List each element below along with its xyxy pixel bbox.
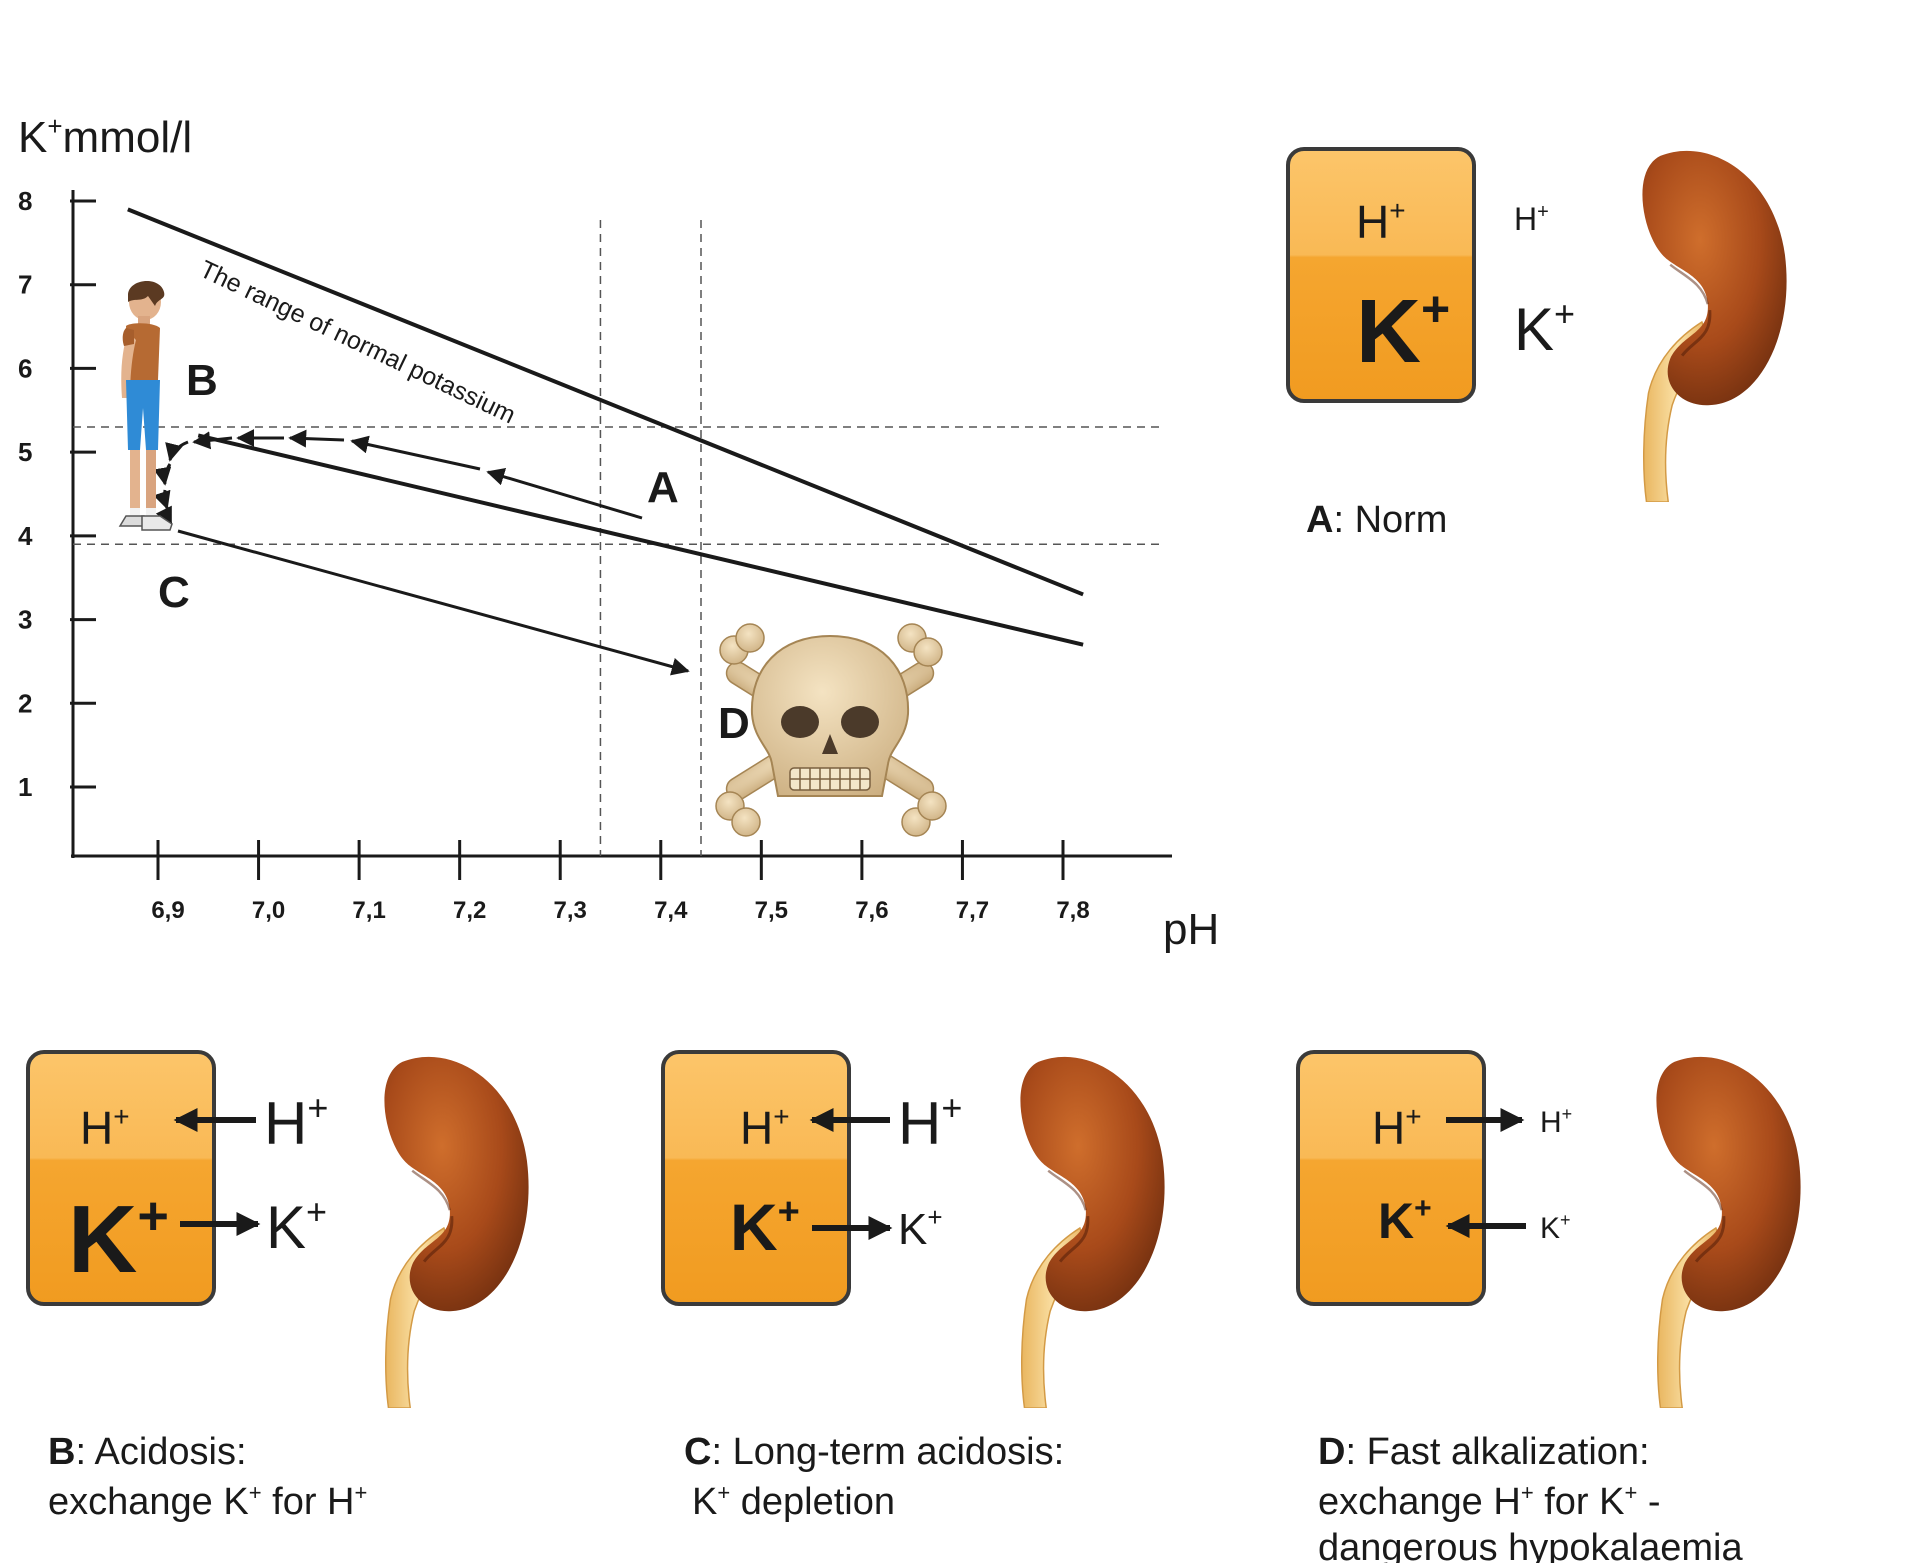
x-axis-ticks: 6,9 7,0 7,1 7,2 7,3 7,4 7,5 7,6 7,7 7,8: [151, 840, 1090, 924]
point-label-b: B: [186, 356, 218, 405]
outside-d-k-label: K+: [1540, 1210, 1571, 1245]
point-label-a: A: [647, 463, 679, 512]
y-axis-ticks: 1 2 3 4 5 6 7 8: [18, 186, 96, 802]
caption-a: A: Norm: [1306, 499, 1447, 541]
y-tick-label: 6: [18, 353, 32, 383]
arrow-b-c-3: [153, 489, 171, 510]
y-tick-label: 8: [18, 186, 32, 216]
box-a-h-label: H+: [1356, 195, 1406, 248]
x-tick-label: 7,4: [654, 897, 688, 924]
outside-a-k-label: K+: [1514, 293, 1575, 363]
y-tick-label: 2: [18, 688, 32, 718]
reference-lines: [73, 220, 1160, 856]
outside-a-h-label: H+: [1514, 201, 1549, 237]
box-c-k-label: K+: [730, 1190, 800, 1264]
y-axis-title: K+mmol/l: [18, 111, 192, 162]
y-tick-label: 5: [18, 437, 32, 467]
box-d-k-label: K+: [1378, 1192, 1432, 1249]
box-a-k-label: K+: [1356, 281, 1450, 382]
box-d-h-label: H+: [1372, 1101, 1422, 1154]
arrow-a-b-3: [288, 429, 345, 448]
arrows-a-to-b: [192, 429, 643, 520]
x-tick-label: 7,8: [1056, 897, 1089, 924]
y-tick-label: 4: [18, 521, 33, 551]
arrow-a-b-5: [192, 431, 233, 450]
panel-a-norm: H+ K+ H+ K+ A: Norm: [1286, 147, 1789, 541]
panel-b-acidosis: H+ K+ H+ K+ B: Acidosis: exchange K+ for…: [26, 1050, 531, 1523]
caption-c-line2: K+ depletion: [692, 1480, 895, 1523]
arrow-c-to-d: [177, 529, 690, 676]
panel-d-fast-alkalization: H+ K+ H+ K+ D: Fast alkalization: exchan…: [1296, 1050, 1803, 1563]
kidney-icon: [1640, 149, 1789, 502]
normal-range-annotation: The range of normal potassium: [195, 255, 519, 429]
panel-c-long-term-acidosis: H+ K+ H+ K+ C: Long-term acidosis: K+ de…: [661, 1050, 1167, 1523]
x-tick-label: 7,7: [956, 897, 989, 924]
point-label-d: D: [718, 699, 750, 748]
cell-box-b: [26, 1050, 216, 1306]
outside-c-h-label: H+: [898, 1087, 962, 1157]
point-label-c: C: [158, 568, 190, 617]
caption-b-line1: B: Acidosis:: [48, 1431, 247, 1473]
cell-box-c: [661, 1050, 851, 1306]
x-tick-label: 6,9: [151, 897, 184, 924]
outside-b-h-label: H+: [264, 1087, 328, 1157]
outside-c-k-label: K+: [898, 1202, 943, 1254]
outside-b-k-label: K+: [266, 1191, 327, 1261]
cell-box-a: [1286, 147, 1476, 403]
caption-d-line2: exchange H+ for K+ -: [1318, 1480, 1661, 1523]
box-c-h-label: H+: [740, 1101, 790, 1154]
cell-box-d: [1296, 1050, 1486, 1306]
x-tick-label: 7,6: [855, 897, 888, 924]
box-b-h-label: H+: [80, 1101, 130, 1154]
kidney-icon: [1018, 1055, 1167, 1408]
person-figure: [118, 280, 173, 531]
x-tick-label: 7,3: [554, 897, 587, 924]
arrow-a-b-2: [350, 435, 481, 471]
skull-crossbones-icon: [715, 623, 947, 837]
kidney-icon: [382, 1055, 531, 1408]
caption-d-line1: D: Fast alkalization:: [1318, 1431, 1650, 1473]
arrow-b-c-2: [153, 463, 172, 486]
y-tick-label: 7: [18, 270, 32, 300]
outside-d-h-label: H+: [1540, 1104, 1572, 1139]
arrow-b-c-1: [165, 440, 189, 462]
x-axis-title: pH: [1163, 905, 1219, 954]
box-b-k-label: K+: [68, 1186, 169, 1293]
caption-c-line1: C: Long-term acidosis:: [684, 1431, 1064, 1473]
y-tick-label: 1: [18, 772, 32, 802]
range-boundary-line: [197, 433, 1084, 647]
y-tick-label: 3: [18, 605, 32, 635]
caption-b-line2: exchange K+ for H+: [48, 1480, 367, 1523]
kidney-icon: [1654, 1055, 1803, 1408]
x-tick-label: 7,0: [252, 897, 285, 924]
x-tick-label: 7,2: [453, 897, 486, 924]
x-tick-label: 7,1: [352, 897, 385, 924]
x-tick-label: 7,5: [755, 897, 788, 924]
potassium-ph-chart: K+mmol/l pH 1 2 3 4 5 6 7 8 6,9 7,0 7,1 7,2 7,3 7,4 7…: [18, 111, 1219, 954]
arrows-b-to-c: [153, 440, 189, 526]
range-boundary-line: [127, 207, 1084, 597]
arrow-a-b-1: [486, 468, 643, 520]
caption-d-line3: dangerous hypokalaemia: [1318, 1527, 1743, 1563]
data-series: [127, 207, 1084, 647]
